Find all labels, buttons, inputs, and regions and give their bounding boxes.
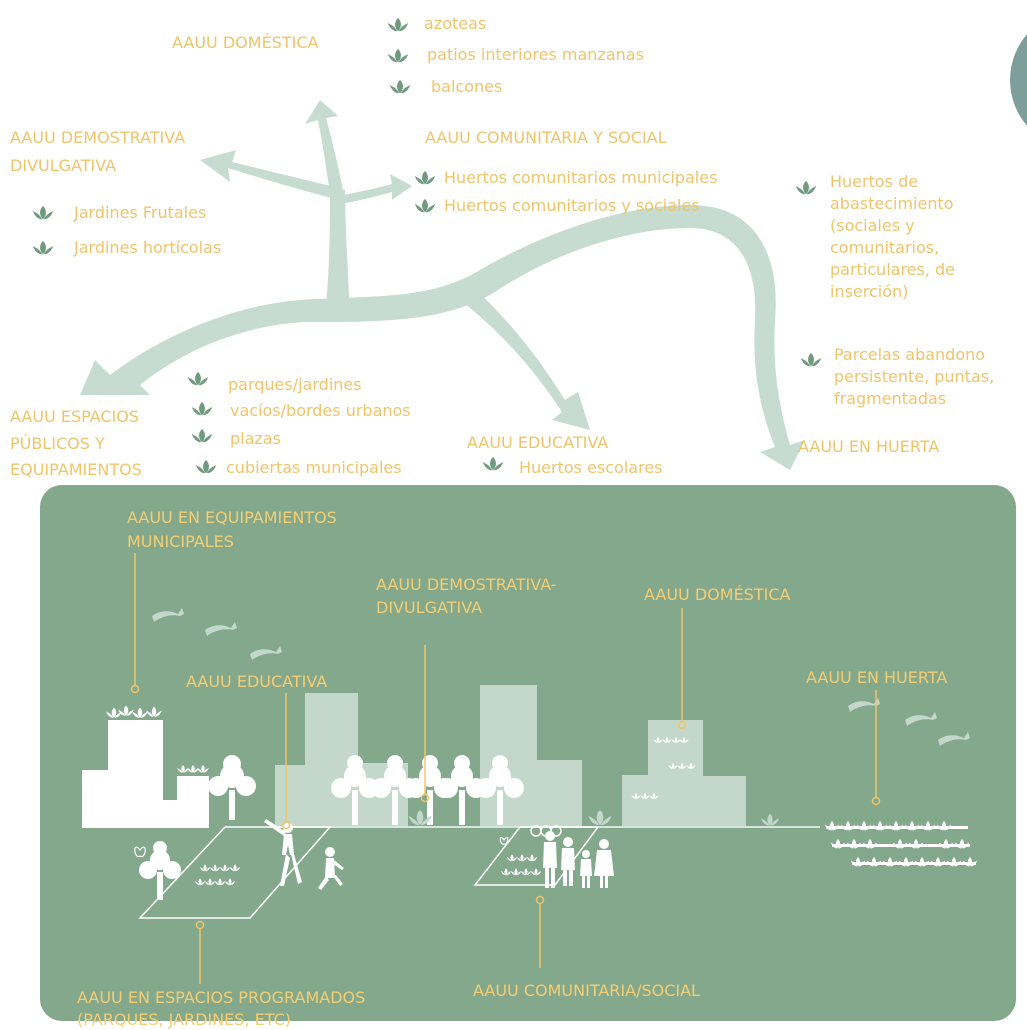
panel-equipamientos-1: AAUU EN EQUIPAMIENTOS bbox=[127, 508, 337, 527]
panel-demostrativa-2: DIVULGATIVA bbox=[376, 598, 483, 617]
corner-circle bbox=[1010, 34, 1027, 126]
leaf-icon bbox=[389, 79, 411, 94]
leader-lines bbox=[130, 553, 881, 984]
domestica-title: AAUU DOMÉSTICA bbox=[172, 33, 319, 52]
domestica-item: balcones bbox=[431, 77, 503, 96]
leaf-icon bbox=[32, 240, 54, 255]
comunitaria-item: Huertos comunitarios municipales bbox=[444, 168, 718, 187]
leaf-icon bbox=[414, 170, 436, 185]
skyline-white bbox=[82, 720, 209, 828]
panel-programados-2: (PARQUES, JARDINES, ETC) bbox=[77, 1010, 291, 1029]
leaf-icon bbox=[795, 180, 817, 195]
domestica-item: azoteas bbox=[424, 14, 487, 33]
leaf-icon bbox=[191, 401, 213, 416]
branching-arrows bbox=[80, 100, 805, 470]
people bbox=[264, 819, 614, 890]
huerta-item: Huertos de abastecimiento (sociales y co… bbox=[830, 172, 956, 301]
panel-programados-1: AAUU EN ESPACIOS PROGRAMADOS bbox=[77, 988, 366, 1007]
espacios-title-3: EQUIPAMIENTOS bbox=[10, 460, 142, 479]
huerta-title: AAUU EN HUERTA bbox=[798, 437, 940, 456]
educativa-item: Huertos escolares bbox=[519, 458, 663, 477]
leaf-icon bbox=[800, 352, 822, 367]
leaf-icon bbox=[195, 459, 217, 474]
espacios-item: vacíos/bordes urbanos bbox=[230, 401, 411, 420]
educativa-title: AAUU EDUCATIVA bbox=[467, 433, 609, 452]
leaf-icon bbox=[191, 428, 213, 443]
leaf-icon bbox=[32, 205, 54, 220]
panel-comunitaria: AAUU COMUNITARIA/SOCIAL bbox=[473, 981, 700, 1000]
garden-plots bbox=[138, 826, 600, 919]
demostrativa-item: Jardines Frutales bbox=[74, 203, 207, 222]
leaf-icon bbox=[387, 17, 409, 32]
panel-huerta: AAUU EN HUERTA bbox=[806, 668, 948, 687]
huerta-field bbox=[824, 821, 978, 867]
panel-equipamientos-2: MUNICIPALES bbox=[127, 532, 234, 551]
huerta-item: Parcelas abandono persistente, puntas, f… bbox=[834, 345, 995, 408]
leaf-icon bbox=[187, 371, 209, 386]
leaf-icon bbox=[414, 198, 436, 213]
leaf-icon bbox=[387, 48, 409, 63]
espacios-title-2: PÚBLICOS Y bbox=[10, 434, 105, 453]
espacios-item: parques/jardines bbox=[228, 375, 362, 394]
comunitaria-title: AAUU COMUNITARIA Y SOCIAL bbox=[425, 128, 667, 147]
demostrativa-title-1: AAUU DEMOSTRATIVA bbox=[10, 128, 186, 147]
demostrativa-item: Jardines hortícolas bbox=[74, 238, 222, 257]
leaf-icon bbox=[482, 456, 504, 471]
trees bbox=[139, 755, 524, 900]
comunitaria-item: Huertos comunitarios y sociales bbox=[444, 196, 700, 215]
panel-domestica: AAUU DOMÉSTICA bbox=[644, 585, 791, 604]
espacios-item: cubiertas municipales bbox=[226, 458, 402, 477]
domestica-item: patios interiores manzanas bbox=[427, 45, 644, 64]
espacios-title-1: AAUU ESPACIOS bbox=[10, 407, 140, 426]
panel-demostrativa-1: AAUU DEMOSTRATIVA- bbox=[376, 575, 557, 594]
panel-educativa: AAUU EDUCATIVA bbox=[186, 672, 328, 691]
demostrativa-title-2: DIVULGATIVA bbox=[10, 156, 117, 175]
espacios-item: plazas bbox=[230, 429, 281, 448]
